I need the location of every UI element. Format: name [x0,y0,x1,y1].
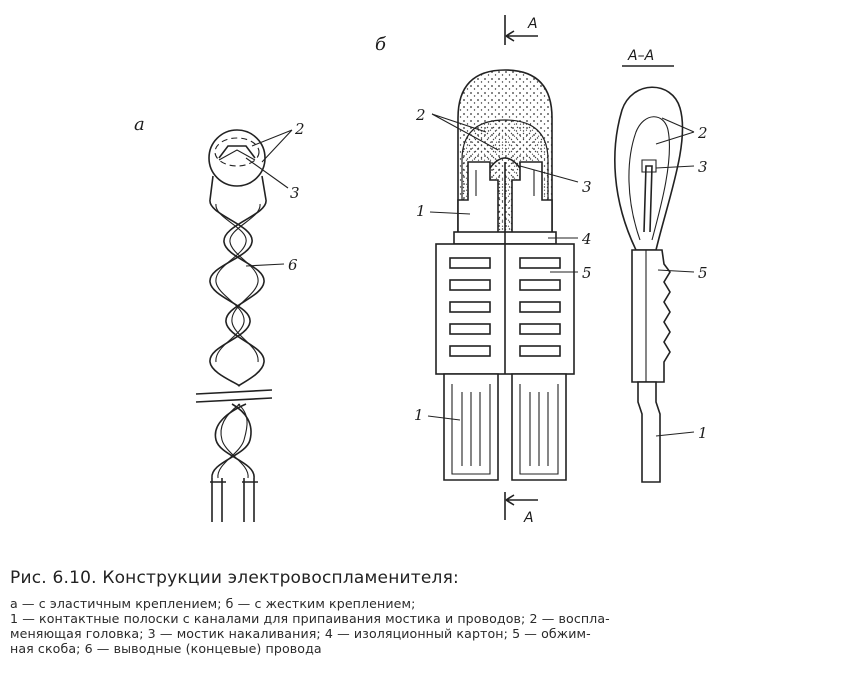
section-mark-top: А [527,16,538,32]
break-lines [195,389,273,403]
section-bridge [643,165,653,233]
caption-title: Рис. 6.10. Конструкции электровоспламени… [10,568,459,588]
contact-strip-right-top [511,161,553,241]
caption-line: а — с эластичным креплением; б — с жестк… [10,596,416,611]
panel-a-drawing: а 2 3 6 [134,114,305,522]
section-arrow-bottom [505,494,538,506]
callout-s-1: 1 [698,424,708,442]
callout-b-1-bottom: 1 [414,406,424,424]
section-bridge-knot [641,159,657,173]
panel-a-label: а [134,114,145,135]
callout-s-2-leader [655,117,695,145]
head-inner-outline [214,137,260,167]
contact-strips-bottom [443,373,567,481]
bridge-b [489,157,521,169]
callout-b-1-top-leader [429,211,471,215]
bridge-wire-inner [218,149,256,161]
caption-line: 1 — контактные полоски с каналами для пр… [10,611,610,626]
callout-b-3: 3 [582,178,592,196]
callout-b-2: 2 [415,106,426,124]
section-lead [637,381,661,483]
callout-s-2: 2 [697,124,708,142]
callout-a-3-leader [245,157,289,189]
panel-b-label: б [375,34,387,55]
bridge-wire [218,145,256,159]
section-aa-drawing: А–А 2 3 5 1 [614,48,708,483]
callout-a-6: 6 [288,256,298,274]
section-mark-bottom: А [523,510,534,526]
callout-b-2-leader [431,113,499,151]
callout-s-5: 5 [698,264,708,282]
caption-line: меняющая головка; 3 — мостик накаливания… [10,626,591,641]
figure-drawing: а 2 3 6 [134,15,708,526]
callout-s-5-leader [657,269,695,273]
section-crimp [631,249,671,383]
callout-b-4: 4 [581,230,592,248]
callout-a-2-leader [251,129,293,163]
section-arrow-top [505,30,538,42]
contact-channels [475,170,535,196]
section-head-inner [628,116,670,241]
contact-strip-left-top [457,161,499,241]
callout-b-3-leader [519,165,579,183]
caption-lines: а — с эластичным креплением; б — с жестк… [10,596,840,656]
twisted-wires [209,199,267,387]
callout-s-3: 3 [698,158,708,176]
head-neck [209,175,267,201]
callout-a-3: 3 [290,184,300,202]
panel-b-drawing: б А А [375,15,592,526]
wire-ends [211,478,255,522]
section-label: А–А [627,48,654,64]
callout-a-6-leader [245,263,285,267]
figure: а 2 3 6 [134,15,708,526]
twisted-wires-lower [211,403,255,479]
callout-a-2: 2 [294,120,305,138]
section-head [614,86,684,251]
callout-s-1-leader [655,431,695,437]
crimp-slots [449,257,561,357]
figure-caption: Рис. 6.10. Конструкции электровоспламени… [10,568,840,656]
callout-b-1-bottom-leader [427,415,461,421]
callout-s-3-leader [655,165,695,169]
caption-line: ная скоба; 6 — выводные (концевые) прово… [10,641,322,656]
callout-b-1-top: 1 [416,202,426,220]
callout-b-5: 5 [582,264,592,282]
